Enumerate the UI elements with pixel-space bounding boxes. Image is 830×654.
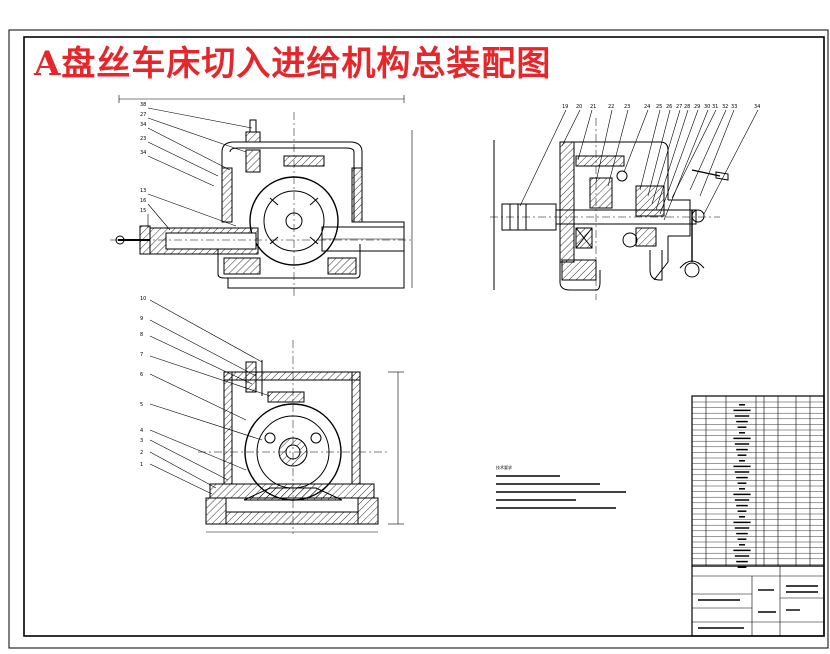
part-number: 6 [140,372,143,378]
top-view-labels: 38 27 34 23 34 13 16 15 [140,102,146,214]
part-number: 7 [140,352,143,358]
part-number: 31 [712,104,718,110]
drawing-title: A盘丝车床切入进给机构总装配图 [34,44,552,84]
part-number: 5 [140,402,143,408]
part-number: 26 [666,104,672,110]
part-number: 3 [140,438,143,444]
part-number: 10 [140,296,146,302]
part-number: 28 [684,104,690,110]
part-number: 15 [140,208,146,214]
part-number: 32 [722,104,728,110]
part-number: 22 [608,104,614,110]
front-view-labels: 10 9 8 7 6 5 4 3 2 1 [140,296,146,468]
part-number: 23 [624,104,630,110]
part-number: 33 [731,104,737,110]
side-view-labels: 19 20 21 22 23 24 25 26 27 28 29 30 31 3… [562,104,760,110]
part-number: 34 [140,122,146,128]
part-number: 21 [590,104,596,110]
part-number: 24 [644,104,650,110]
sheet-border [8,29,829,649]
notes-heading: 技术要求 [496,464,512,470]
part-number: 1 [140,462,143,468]
part-number: 25 [656,104,662,110]
part-number: 13 [140,188,146,194]
part-number: 27 [676,104,682,110]
part-number: 30 [704,104,710,110]
part-number: 20 [576,104,582,110]
part-number: 38 [140,102,146,108]
title-block [691,565,825,637]
part-number: 19 [562,104,568,110]
technical-notes: 技术要求 [496,464,626,509]
part-number: 16 [140,198,146,204]
part-number: 27 [140,112,146,118]
parts-list [691,395,825,568]
side-view [490,109,759,300]
part-number: 23 [140,136,146,142]
part-number: 9 [140,316,143,322]
part-number: 8 [140,332,143,338]
part-number: 34 [754,104,760,110]
part-number: 2 [140,450,143,456]
part-number: 34 [140,150,146,156]
part-number: 29 [694,104,700,110]
front-view [149,299,404,534]
part-number: 4 [140,428,143,434]
top-view [110,95,413,296]
